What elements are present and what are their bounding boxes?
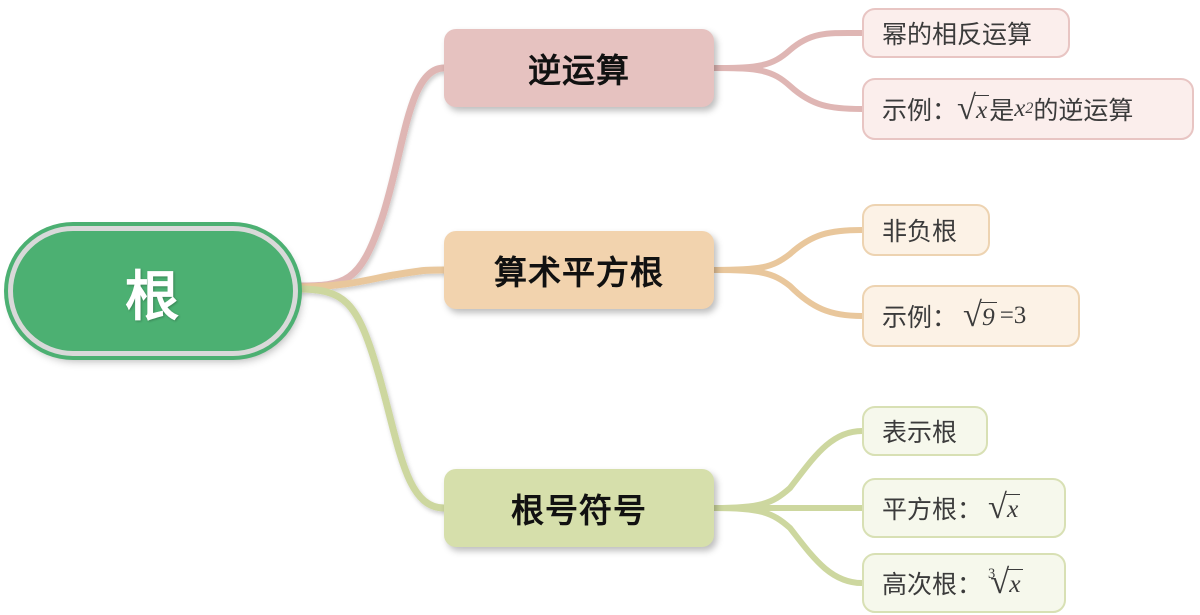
power-exponent: 2 [1025,100,1034,117]
radical-sign: √ [957,88,976,127]
leaf-node-text-suffix: 的逆运算 [1033,97,1134,125]
branch-node-label: 逆运算 [528,52,630,89]
leaf-node-inverse-of-power[interactable]: 幂的相反运算 [862,8,1070,58]
leaf-node-denotes-root[interactable]: 表示根 [862,406,988,456]
leaf-node-nth-root-notation[interactable]: 高次根： 3√x [862,553,1066,613]
leaf-node-label: 高次根： [882,571,983,599]
leaf-node-sqrt-nine-example[interactable]: 示例： √9 =3 [862,285,1080,347]
branch-node-inverse-operation[interactable]: 逆运算 [444,29,714,107]
link-branch-1-leaf-1 [711,29,865,71]
branch-node-arithmetic-square-root[interactable]: 算术平方根 [444,231,714,309]
equals-result: =3 [999,302,1027,329]
power-base: x [1014,95,1026,122]
link-root-to-branch-3 [293,285,448,512]
sqrt-icon: √x [988,487,1021,526]
radical-sign: √ [988,487,1007,526]
link-root-to-branch-2 [293,266,448,291]
radicand-value: 9 [980,301,997,331]
link-branch-1-leaf-2 [711,65,865,112]
cube-root-icon: 3√x [988,562,1023,601]
radicand-value: x [1008,568,1023,598]
link-root-to-branch-1 [293,64,448,290]
radical-sign: √ [990,562,1010,601]
radicand-value: x [1005,493,1021,523]
leaf-node-non-negative-root[interactable]: 非负根 [862,204,990,256]
root-index: 3 [988,565,996,582]
leaf-node-label: 表示根 [882,419,958,447]
leaf-node-label: 幂的相反运算 [882,21,1033,49]
link-branch-2-leaf-1 [711,227,865,273]
leaf-node-label: 非负根 [882,218,958,246]
link-branch-2-leaf-2 [711,267,865,319]
root-node[interactable]: 根 [8,226,298,356]
leaf-node-inverse-example[interactable]: 示例： √x 是 x 2 的逆运算 [862,78,1194,140]
radical-sign: √ [963,295,982,334]
root-node-label: 根 [125,266,181,327]
link-branch-3-leaf-3 [711,505,865,586]
branch-node-label: 算术平方根 [494,254,664,291]
sqrt-icon: √x [957,88,990,127]
branch-node-label: 根号符号 [511,492,647,529]
sqrt-icon: √9 [963,295,997,334]
radicand-value: x [974,94,990,124]
leaf-node-label: 示例： [882,304,958,332]
leaf-node-square-root-notation[interactable]: 平方根： √x [862,478,1066,538]
link-branch-3-leaf-1 [711,428,865,511]
leaf-node-label: 示例： [882,97,958,125]
leaf-node-text-mid: 是 [989,97,1015,125]
branch-node-radical-symbol[interactable]: 根号符号 [444,469,714,547]
leaf-node-label: 平方根： [882,496,983,524]
